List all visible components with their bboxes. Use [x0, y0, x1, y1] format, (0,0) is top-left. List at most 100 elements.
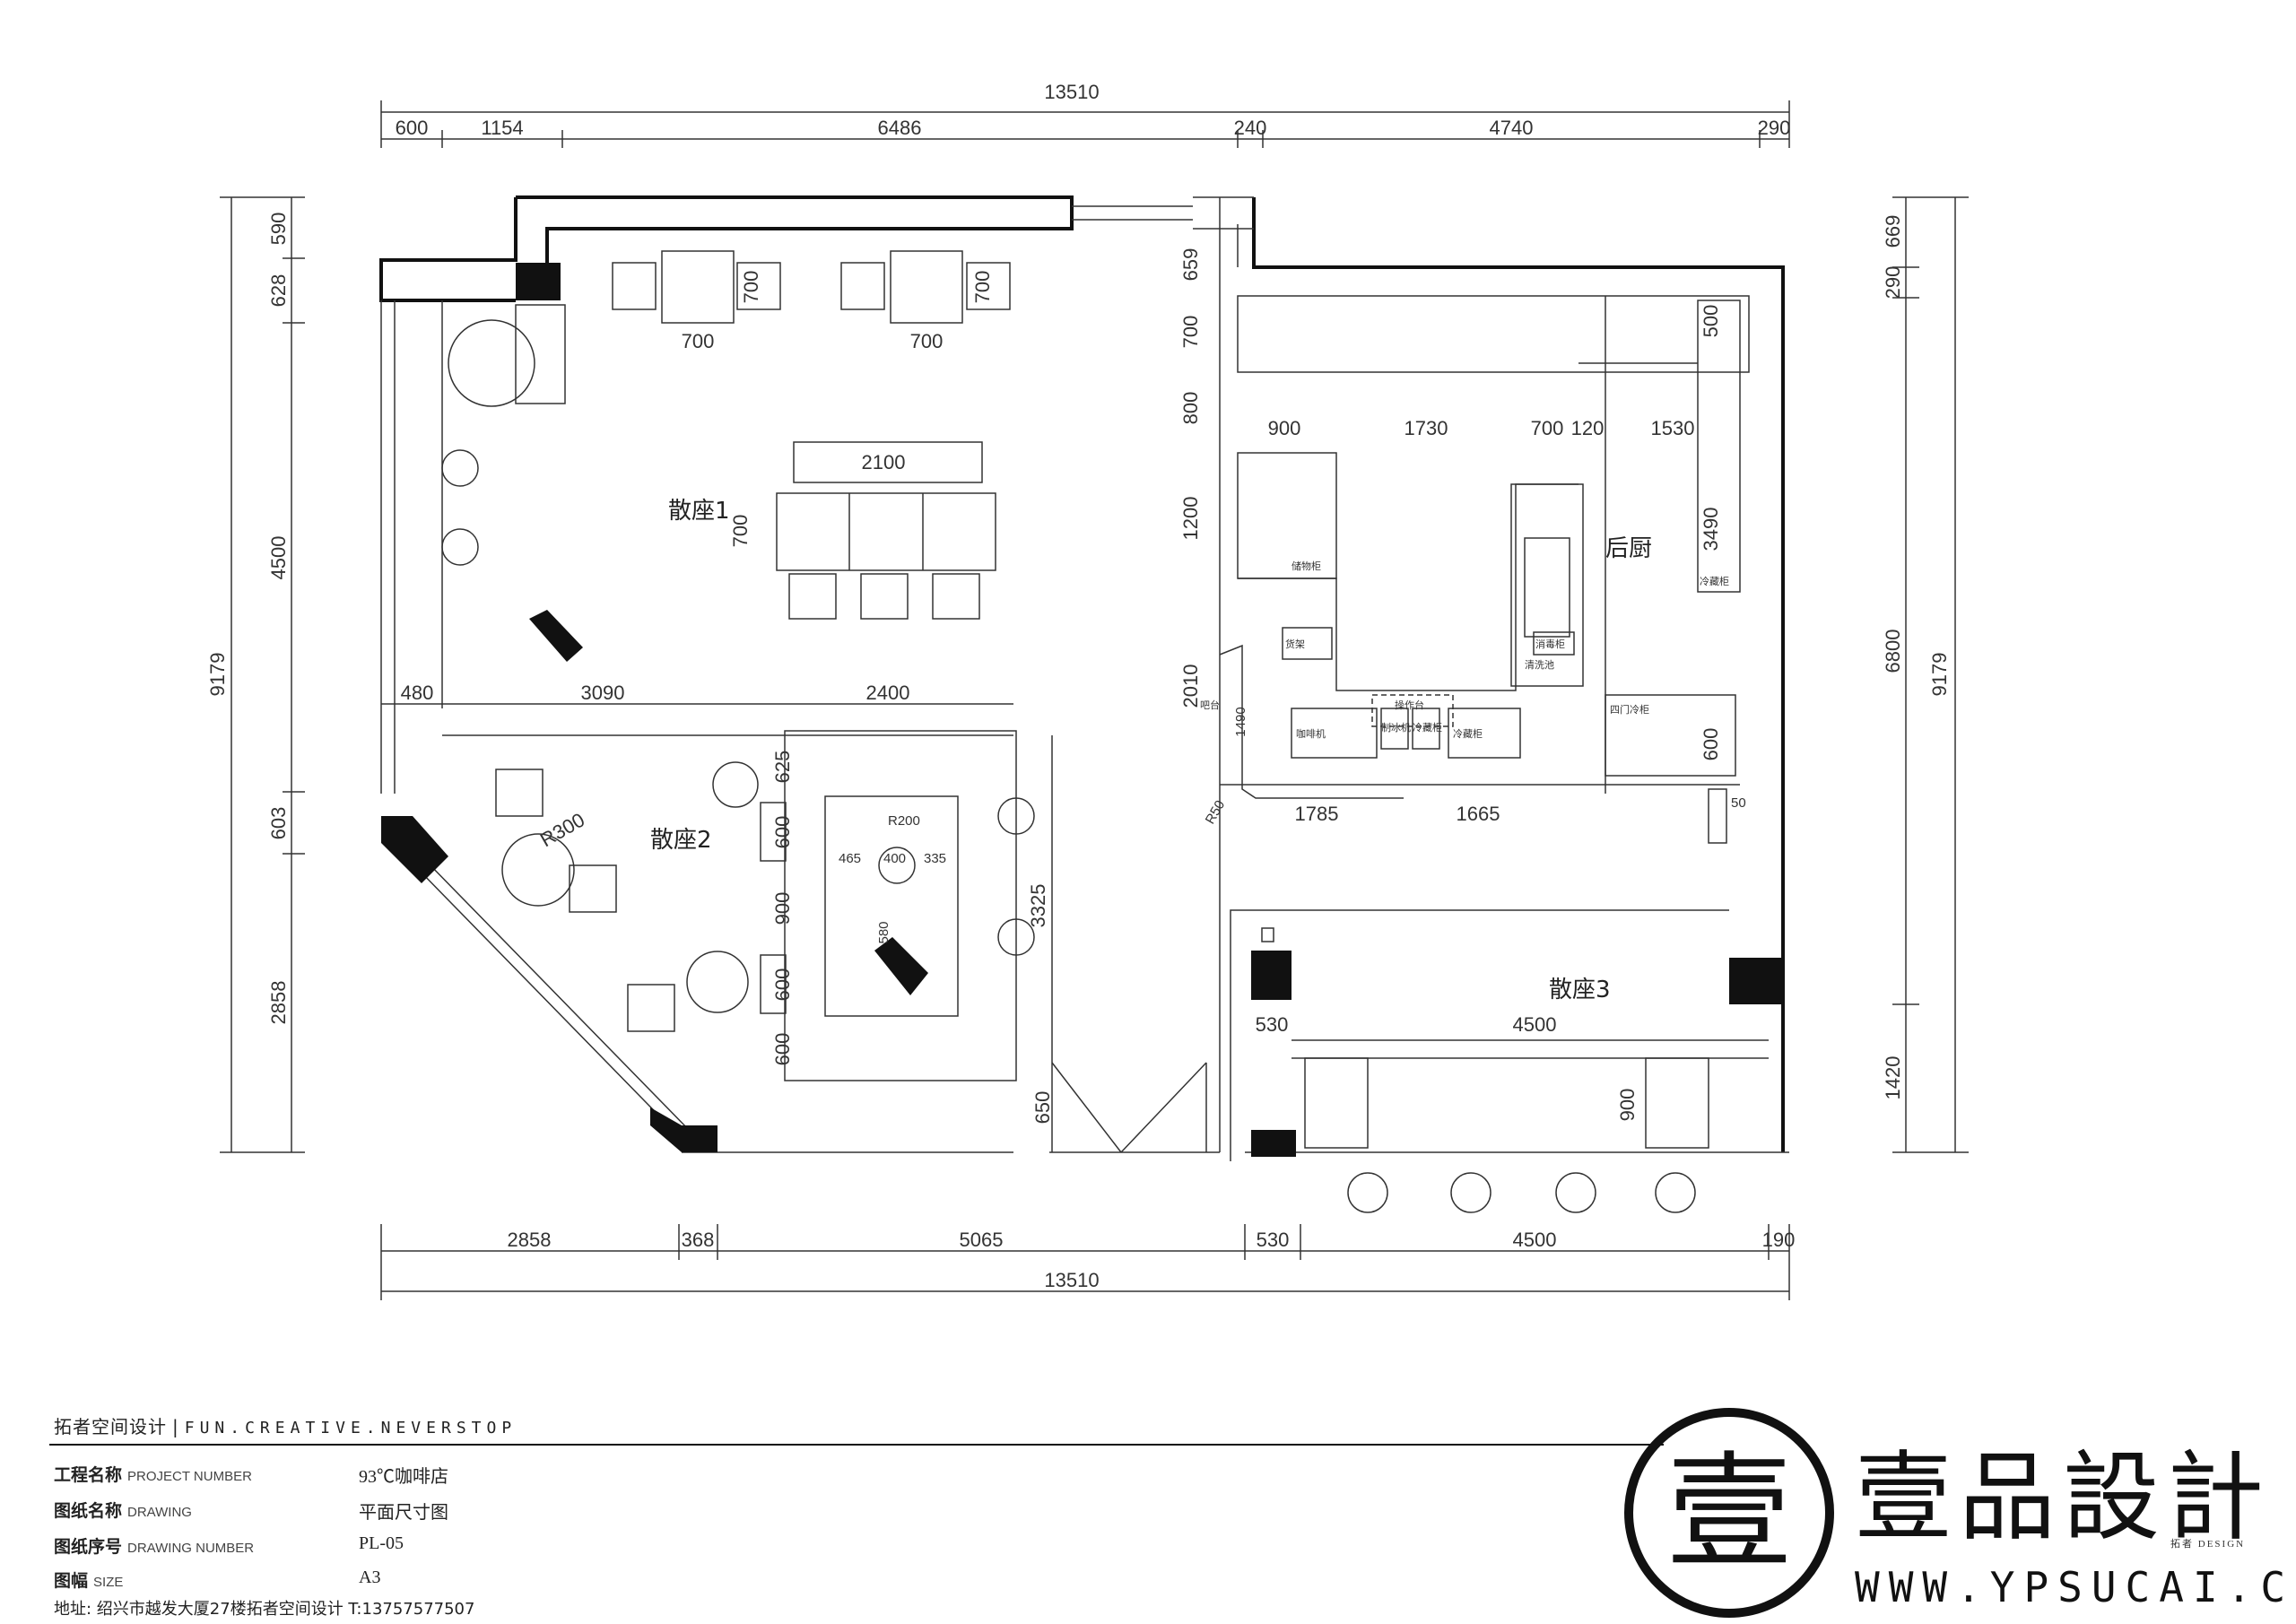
row-drawing-value: 平面尺寸图	[359, 1503, 448, 1523]
logo-url: WWW.YPSUCAI.COM	[1855, 1563, 2296, 1611]
dim-right-1: 290	[1882, 266, 1904, 300]
equip-bar-d: 冷藏柜	[1453, 728, 1483, 740]
row-number-en: DRAWING NUMBER	[127, 1541, 255, 1556]
row-drawing-label: 图纸名称	[54, 1501, 123, 1521]
dim-kv-1: 700	[1179, 316, 1202, 349]
dim-top-5: 290	[1758, 117, 1791, 139]
dim-top-2: 6486	[878, 117, 922, 139]
row-number-value: PL-05	[359, 1533, 404, 1553]
dim-top-0: 600	[396, 117, 429, 139]
dim-krv-1: 3490	[1700, 508, 1722, 551]
dim-seat3-0: 530	[1256, 1013, 1289, 1036]
dim-kv-3: 1200	[1179, 497, 1202, 541]
dim-left-4: 2858	[267, 981, 290, 1025]
room-seat3: 散座3	[1549, 977, 1611, 1003]
row-project-label: 工程名称	[54, 1465, 123, 1485]
dim-inner-0: 465	[839, 851, 861, 866]
company-separator: |	[172, 1416, 179, 1437]
row-number-label: 图纸序号	[54, 1537, 123, 1557]
dim-inner-v: 580	[876, 921, 891, 943]
row-project: 工程名称 PROJECT NUMBER 93℃咖啡店	[54, 1462, 448, 1489]
equip-bar-b: 制冰机	[1381, 721, 1411, 734]
dim-seat3-v: 900	[1616, 1089, 1639, 1122]
row-number: 图纸序号 DRAWING NUMBER PL-05	[54, 1533, 404, 1560]
dim-bench: 2100	[862, 451, 906, 473]
room-seat1: 散座1	[668, 498, 730, 525]
dim-table-b: 700	[910, 330, 944, 352]
dim-right-3: 1420	[1882, 1056, 1904, 1100]
dim-counter-1: 600	[771, 816, 794, 849]
dim-kv-2: 800	[1179, 392, 1202, 425]
dim-counter-3: 600	[771, 968, 794, 1002]
dim-zone-right: 2400	[866, 682, 910, 704]
logo-subtitle: 拓者 DESIGN	[2170, 1539, 2246, 1550]
dim-seat3-1: 4500	[1513, 1013, 1557, 1036]
dim-door: 650	[1031, 1091, 1054, 1125]
dim-kv-4: 2010	[1179, 664, 1202, 708]
dim-inner-2: 335	[924, 851, 946, 866]
dim-top-4: 4740	[1490, 117, 1534, 139]
dim-kitchen-0: 900	[1268, 417, 1301, 439]
row-project-value: 93℃咖啡店	[359, 1467, 448, 1487]
dim-bottom-3: 530	[1257, 1229, 1290, 1251]
row-drawing-en: DRAWING	[127, 1505, 192, 1520]
brand-logo: 壹 壹品設計 拓者 DESIGN WWW.YPSUCAI.COM	[1614, 1403, 2296, 1624]
dim-top-total: 13510	[1044, 81, 1099, 103]
dim-radius-seat: R300	[536, 808, 588, 851]
dim-right-total: 9179	[1928, 653, 1951, 697]
dim-krv-2: 600	[1700, 728, 1722, 761]
dim-bar-0: 1785	[1295, 803, 1339, 825]
equip-disinfect: 消毒柜	[1535, 638, 1565, 650]
equip-cabinet-a: 储物柜	[1292, 560, 1321, 572]
dim-kitchen-2: 700	[1531, 417, 1564, 439]
equip-sink: 清洗池	[1525, 659, 1554, 671]
dim-kitchen-3: 120	[1571, 417, 1605, 439]
dim-table-h-b: 700	[971, 271, 994, 304]
dim-kitchen-4: 1530	[1651, 417, 1695, 439]
equip-bar-f: 吧台	[1200, 699, 1220, 711]
company-header: 拓者空间设计|FUN.CREATIVE.NEVERSTOP	[54, 1412, 517, 1438]
logo-name: 壹品設計	[1855, 1442, 2272, 1554]
dim-kitchen-1: 1730	[1405, 417, 1448, 439]
title-divider	[49, 1444, 1664, 1446]
dim-top-1: 1154	[481, 117, 523, 139]
floor-plan-drawing: 13510 600 1154 6486 240 4740 290 2858 36…	[206, 81, 1969, 1300]
company-slogan: FUN.CREATIVE.NEVERSTOP	[184, 1419, 517, 1437]
dim-table-a: 700	[682, 330, 715, 352]
dim-kv-0: 659	[1179, 248, 1202, 282]
logo-seal-icon: 壹	[1624, 1408, 1834, 1618]
equip-bar-c: 冷藏柜	[1413, 722, 1442, 734]
row-size-en: SIZE	[93, 1575, 124, 1590]
dim-left-3: 603	[267, 807, 290, 840]
equip-fridge4: 四门冷柜	[1610, 703, 1649, 716]
dim-bottom-total: 13510	[1044, 1269, 1099, 1291]
row-size-label: 图幅	[54, 1571, 89, 1591]
equip-bar-a: 咖啡机	[1296, 727, 1326, 740]
dim-zone-left: 480	[401, 682, 434, 704]
dim-left-0: 590	[267, 213, 290, 246]
dim-zone-mid: 3090	[581, 682, 625, 704]
dim-counter-2: 900	[771, 892, 794, 925]
dim-bottom-5: 190	[1762, 1229, 1796, 1251]
dim-bar-1: 1665	[1457, 803, 1500, 825]
dim-bar-r: R50	[1203, 798, 1228, 827]
dim-left-2: 4500	[267, 536, 290, 580]
dim-counter-4: 600	[771, 1033, 794, 1066]
dim-left-total: 9179	[206, 653, 229, 697]
dim-inner-1: 400	[883, 851, 906, 866]
room-kitchen: 后厨	[1605, 535, 1652, 562]
equip-bar-e: 操作台	[1395, 699, 1424, 711]
dim-bottom-2: 5065	[960, 1229, 1004, 1251]
dim-bottom-4: 4500	[1513, 1229, 1557, 1251]
dim-table-row: 700	[729, 515, 752, 548]
equip-shelf: 货架	[1285, 638, 1305, 650]
address: 地址: 绍兴市越发大厦27楼拓者空间设计 T:13757577507	[54, 1600, 475, 1619]
dim-small-50: 50	[1731, 795, 1746, 811]
logo-seal-char: 壹	[1666, 1440, 1792, 1586]
dim-left-1: 628	[267, 274, 290, 308]
row-drawing: 图纸名称 DRAWING 平面尺寸图	[54, 1498, 448, 1524]
row-project-en: PROJECT NUMBER	[127, 1469, 252, 1484]
